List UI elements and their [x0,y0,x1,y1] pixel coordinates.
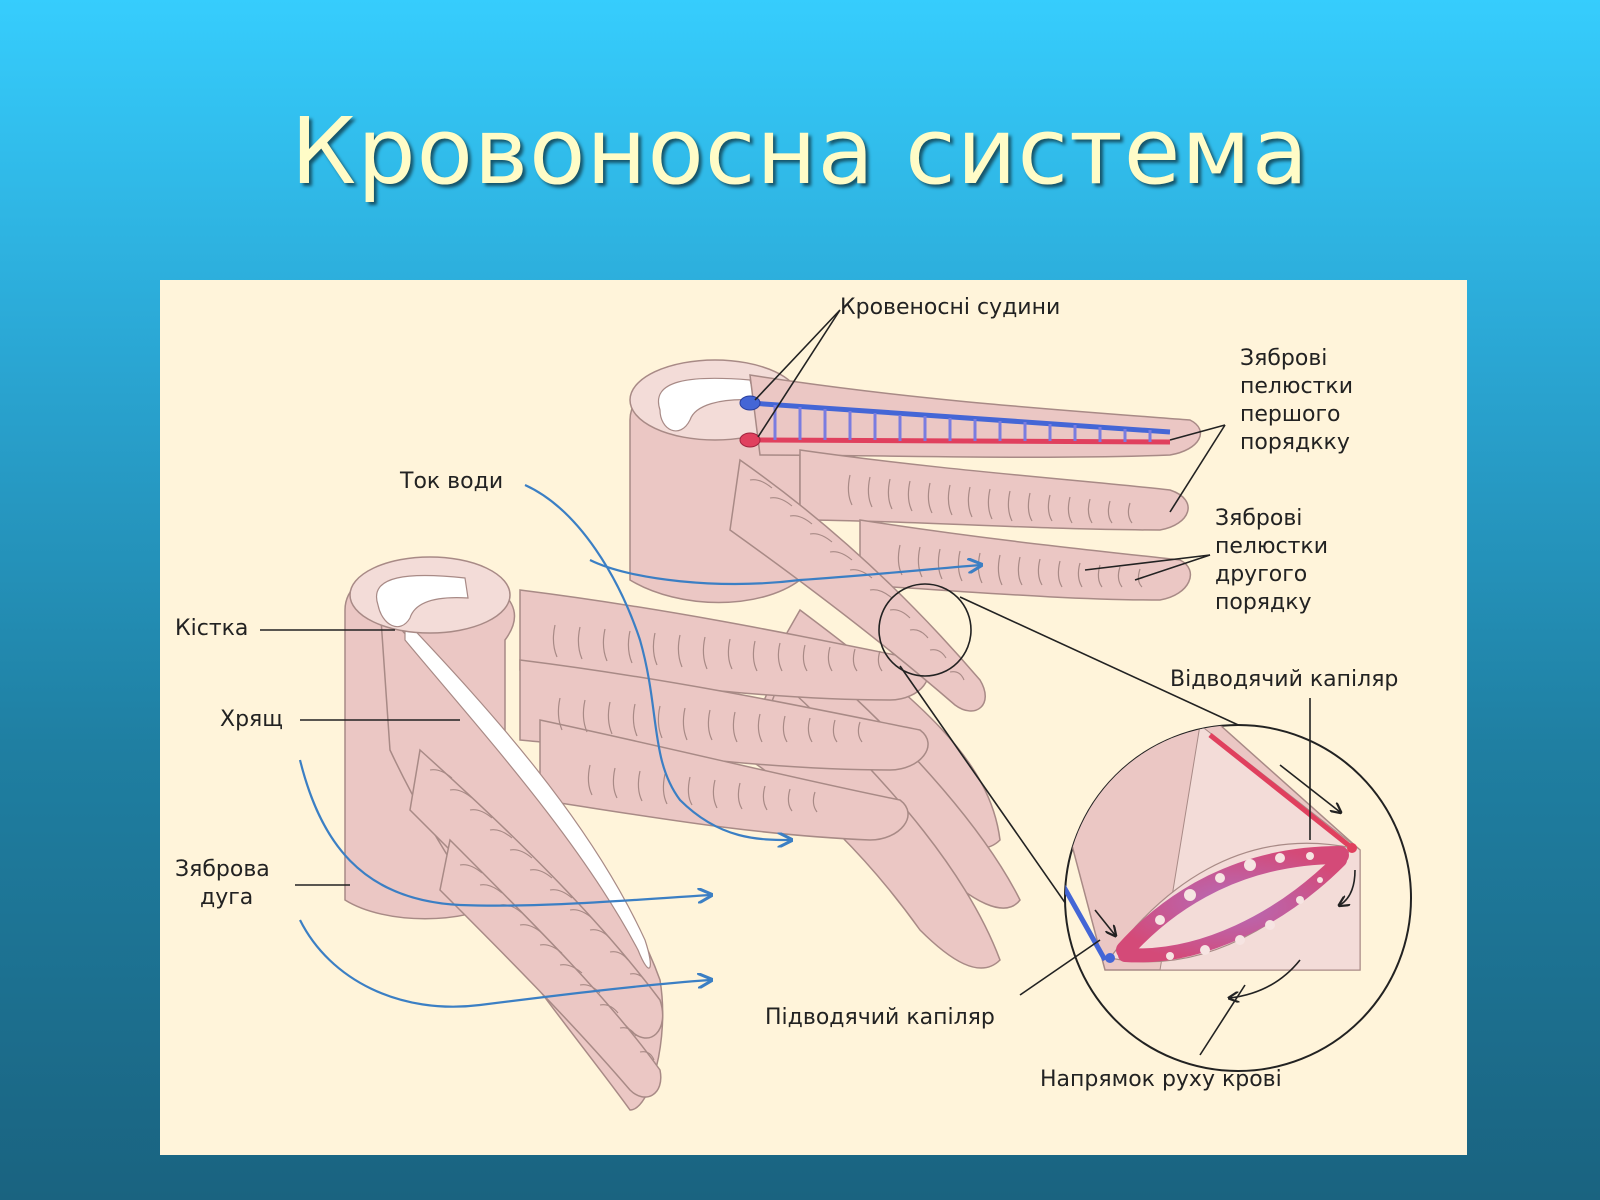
upper-diagonal-filaments [729,458,986,712]
upper-filament-vessels [739,395,1171,448]
water-flow-arrow-3 [298,759,710,907]
label-bone: Кістка [175,616,248,641]
label-gill-arch-2: дуга [200,885,253,910]
upper-gill-arch [629,359,1202,969]
label-primary-lamellae-2: пелюстки [1240,374,1353,399]
gill-diagram-figure: Кровеносні судини Зяброві пелюстки першо… [160,280,1467,1155]
leader-lines [260,309,1311,1056]
label-secondary-lamellae-3: другого [1215,562,1307,587]
water-flow-arrows [298,483,980,1008]
label-blood-direction: Напрямок руху крові [1040,1067,1282,1092]
blood-direction-arrow-1 [1340,869,1356,905]
water-flow-arrow-1 [524,483,790,840]
gill-diagram: Кровеносні судини Зяброві пелюстки першо… [160,280,1467,1155]
lower-gill-arch [344,556,929,1111]
label-secondary-lamellae-2: пелюстки [1215,534,1328,559]
cartilage-rod [404,618,651,969]
magnifier-source-circle [878,583,972,677]
magnifier [878,583,1412,1072]
water-flow-arrow-4 [299,919,710,1008]
label-secondary-lamellae-4: порядку [1215,590,1312,615]
slide-title: Кровоносна система [290,98,1310,205]
label-primary-lamellae-1: Зяброві [1240,346,1327,371]
label-primary-lamellae-4: порядкку [1240,430,1350,455]
labels: Кровеносні судини Зяброві пелюстки першо… [175,295,1398,1092]
label-afferent-capillary: Підводячий капіляр [765,1005,995,1030]
label-primary-lamellae-3: першого [1240,402,1341,427]
label-blood-vessels: Кровеносні судини [840,295,1060,320]
label-gill-arch-1: Зяброва [175,857,270,882]
label-efferent-capillary: Відводячий капіляр [1170,667,1398,692]
water-flow-arrow-2 [589,560,980,586]
blood-direction-arrow-4 [1094,909,1115,935]
label-water-flow: Ток води [399,469,503,494]
lower-bone [375,574,469,628]
label-secondary-lamellae-1: Зяброві [1215,506,1302,531]
upper-bone [657,377,756,432]
label-cartilage: Хрящ [220,707,283,732]
